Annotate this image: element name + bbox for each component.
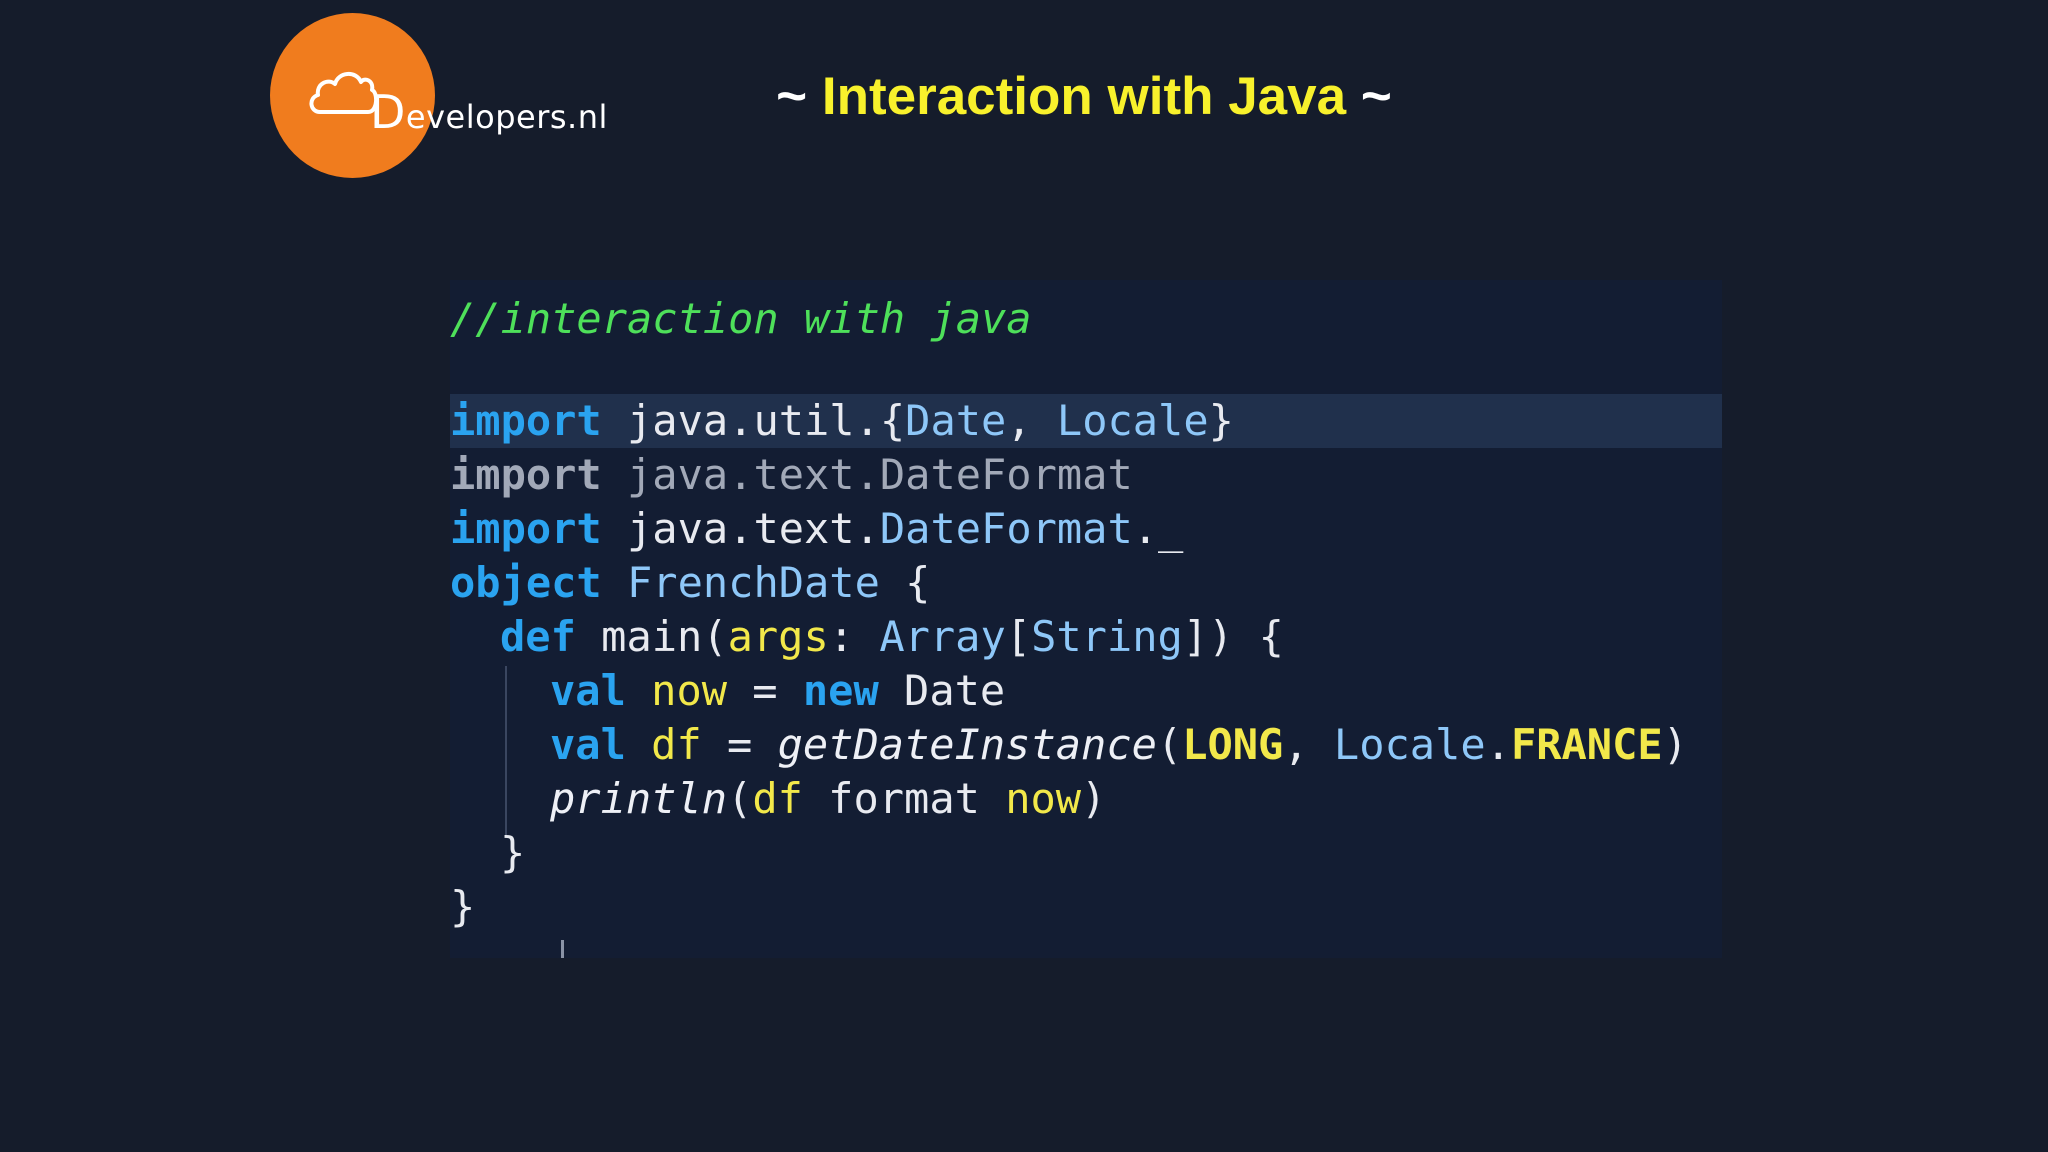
wildcard: ._ xyxy=(1132,504,1184,553)
constant: LONG xyxy=(1182,720,1284,769)
code-line-9: } xyxy=(500,826,525,880)
keyword: new xyxy=(802,666,879,715)
separator: , xyxy=(1283,720,1334,769)
type-name: String xyxy=(1031,612,1183,661)
object-name: FrenchDate xyxy=(627,558,880,607)
paren: ( xyxy=(1156,720,1183,769)
current-line-highlight xyxy=(450,394,1722,448)
type-name: Locale xyxy=(1333,720,1486,769)
paren: ) xyxy=(1662,720,1688,769)
logo-text: evelopers.nl xyxy=(405,98,608,136)
package-path: java.text. xyxy=(627,504,880,553)
logo-initial: D xyxy=(370,85,406,139)
code-line-8: println(df format now) xyxy=(550,772,1106,826)
keyword: import xyxy=(450,396,602,445)
parameter: args xyxy=(727,612,829,661)
colon: : xyxy=(828,612,880,661)
package-path: java.text.DateFormat xyxy=(627,450,1133,499)
code-comment: //interaction with java xyxy=(450,294,1032,343)
keyword: val xyxy=(550,666,626,715)
operator: = xyxy=(701,720,778,769)
code-line-5: def main(args: Array[String]) { xyxy=(500,610,1284,664)
keyword: def xyxy=(500,612,576,661)
code-line-10: } xyxy=(450,880,475,934)
title-text: Interaction with Java xyxy=(821,67,1347,126)
variable-name: df xyxy=(752,774,803,823)
indent-guide xyxy=(505,666,507,838)
keyword: val xyxy=(550,720,626,769)
package-path: java.util.{ xyxy=(627,396,906,445)
logo-wordmark: Developers.nl xyxy=(370,82,608,142)
closing-brace: } xyxy=(500,828,526,877)
bracket: [ xyxy=(1005,612,1032,661)
code-line-6: val now = new Date xyxy=(550,664,1005,718)
type-name: Date xyxy=(904,666,1006,715)
paren: ) xyxy=(1081,774,1107,823)
brace: } xyxy=(1208,396,1234,445)
separator: , xyxy=(1006,396,1057,445)
function-name: println xyxy=(550,774,728,823)
brace: { xyxy=(879,558,931,607)
method-name: main( xyxy=(601,612,728,661)
method-name: format xyxy=(802,774,1006,823)
closing-brace: } xyxy=(450,882,476,931)
text-cursor xyxy=(561,940,564,958)
brace: ]) { xyxy=(1182,612,1284,661)
variable-name: df xyxy=(651,720,702,769)
code-line-7: val df = getDateInstance(LONG, Locale.FR… xyxy=(550,718,1688,772)
cloud-icon xyxy=(309,72,378,114)
keyword: object xyxy=(450,558,602,607)
code-line-4: object FrenchDate { xyxy=(450,556,930,610)
variable-name: now xyxy=(651,666,728,715)
title-left-tilde: ~ xyxy=(776,67,808,126)
logo-badge xyxy=(270,13,435,178)
paren: ( xyxy=(727,774,753,823)
keyword: import xyxy=(450,450,602,499)
type-name: Locale xyxy=(1056,396,1209,445)
dot: . xyxy=(1485,720,1511,769)
type-name: DateFormat xyxy=(879,504,1133,553)
constant: FRANCE xyxy=(1510,720,1663,769)
code-editor: //interaction with java import java.util… xyxy=(450,280,1722,958)
code-comment-line: //interaction with java xyxy=(450,292,1032,346)
code-line-1: import java.util.{Date, Locale} xyxy=(450,394,1234,448)
keyword: import xyxy=(450,504,602,553)
operator: = xyxy=(727,666,803,715)
type-name: Date xyxy=(905,396,1007,445)
code-line-3: import java.text.DateFormat._ xyxy=(450,502,1183,556)
function-name: getDateInstance xyxy=(777,720,1157,769)
variable-name: now xyxy=(1005,774,1082,823)
code-line-2: import java.text.DateFormat xyxy=(450,448,1133,502)
slide-title: ~ Interaction with Java ~ xyxy=(0,62,2048,132)
type-name: Array xyxy=(879,612,1006,661)
title-right-tilde: ~ xyxy=(1360,67,1392,126)
